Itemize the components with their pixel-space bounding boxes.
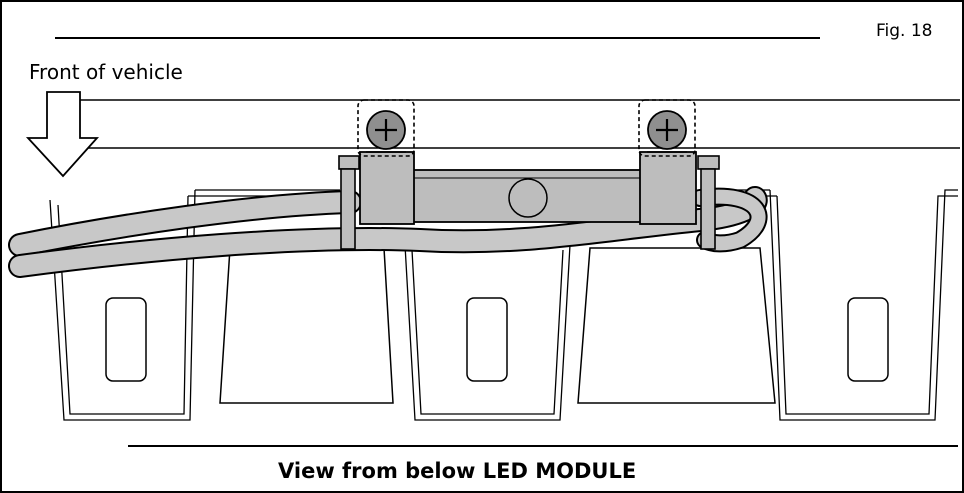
grille-fin-3 xyxy=(769,189,958,421)
grille-fin-2 xyxy=(404,244,571,421)
screw-right-highlight xyxy=(638,99,696,157)
front-of-vehicle-label: Front of vehicle xyxy=(29,60,183,84)
led-module xyxy=(359,151,697,225)
figure-caption: View from below LED MODULE xyxy=(278,459,636,483)
cable-tie-left xyxy=(338,155,360,250)
slot-window-2 xyxy=(466,297,508,382)
screw-right xyxy=(638,99,696,157)
front-direction-arrow-icon xyxy=(25,91,100,178)
slot-window-3 xyxy=(847,297,889,382)
cable-ties xyxy=(338,155,720,250)
screw-left xyxy=(357,99,415,157)
figure-number-label: Fig. 18 xyxy=(876,21,933,41)
led-module-bracket-left xyxy=(359,151,415,225)
grille-slots xyxy=(105,297,889,382)
grille-fin-1 xyxy=(49,189,196,421)
led-lens xyxy=(508,178,548,218)
slot-window-1 xyxy=(105,297,147,382)
led-module-bracket-right xyxy=(639,151,697,225)
cable-tie-right xyxy=(697,155,720,250)
screw-left-highlight xyxy=(357,99,415,157)
